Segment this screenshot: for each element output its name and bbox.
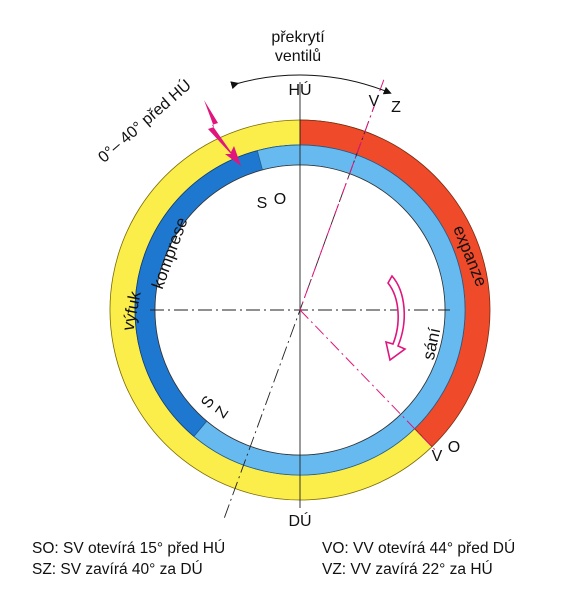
legend-exhaust-open: VO: VV otevírá 44° před DÚ: [322, 540, 516, 557]
rotation-arrow-icon: [384, 274, 407, 362]
valve-overlap-arc: [230, 74, 392, 95]
overlap-label-line1: překrytí: [271, 29, 325, 46]
exhaust-open-o-label: O: [448, 439, 460, 456]
exhaust-close-v-label: V: [369, 93, 380, 110]
exhaust-open-v-label: V: [432, 448, 443, 465]
legend-intake-open: SO: SV otevírá 15° před HÚ: [32, 540, 226, 557]
exhaust-valve-line-lower: [299, 309, 436, 451]
ignition-label: 0°– 40° před HÚ: [94, 75, 195, 166]
bdc-label: DÚ: [288, 511, 311, 530]
intake-open-s-label: S: [257, 195, 268, 212]
exhaust-close-z-label: Z: [391, 99, 401, 116]
intake-open-o-label: O: [274, 191, 286, 208]
legend-left: SO: SV otevírá 15° před HÚ SZ: SV zavírá…: [32, 538, 225, 580]
spark-icon: [204, 100, 241, 166]
legend-right: VO: VV otevírá 44° před DÚ VZ: VV zavírá…: [322, 538, 515, 580]
legend-intake-close: SZ: SV zavírá 40° za DÚ: [32, 561, 203, 578]
exhaust-valve-line: [299, 79, 385, 311]
tdc-label: HÚ: [288, 80, 311, 99]
valve-timing-diagram: překrytí ventilů HÚ V Z S O S Z V O DÚ 0…: [94, 29, 491, 530]
overlap-label-line2: ventilů: [275, 47, 321, 65]
legend-exhaust-close: VZ: VV zavírá 22° za HÚ: [322, 561, 493, 578]
